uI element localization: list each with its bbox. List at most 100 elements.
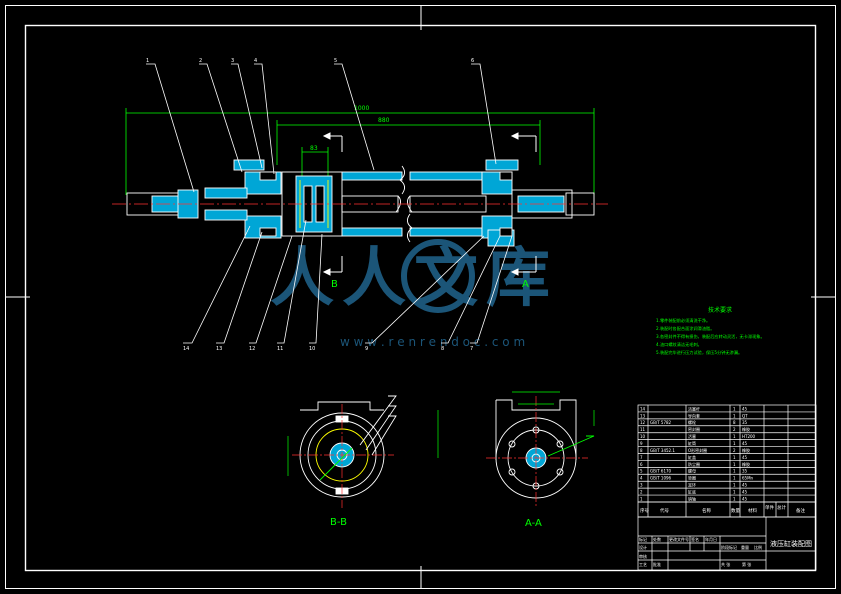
dim-total: 1000 — [354, 105, 369, 112]
title-block — [637, 516, 817, 571]
parts-row-cell: 缸筒 — [688, 440, 696, 446]
bottom-leader-lines — [183, 219, 513, 344]
title-cell: 年月日 — [705, 536, 717, 542]
parts-row-cell: HT200 — [742, 434, 756, 439]
parts-row-cell: 45 — [742, 455, 748, 460]
section-label-b: B — [331, 279, 338, 290]
parts-row-cell: 7 — [640, 455, 643, 460]
parts-row-cell: 活塞杆 — [688, 405, 700, 411]
parts-row-cell: 橡胶 — [742, 461, 750, 467]
title-block-text: 标记 处数 更改文件号 签名 年月日 设计 审核 工艺 批准 阶段标记 重量 比… — [639, 536, 762, 567]
section-label-bb: B-B — [330, 517, 347, 528]
watermark: 人人文库 w w w . r e n r e n d o c . c o m — [270, 239, 558, 349]
parts-row-cell: 14 — [640, 406, 646, 411]
header-cell: 总计 — [777, 504, 786, 511]
title-cell: 审核 — [639, 553, 647, 559]
leader-label: 10 — [309, 346, 315, 352]
title-cell: 处数 — [653, 536, 661, 542]
leader-label: 12 — [249, 346, 255, 352]
parts-row-cell: 垫圈 — [688, 475, 696, 481]
parts-row-cell: GB/T 5782 — [650, 420, 672, 425]
parts-row-cell: 10 — [640, 434, 646, 439]
left-head — [204, 159, 282, 239]
tech-title: 技术要求 — [708, 306, 732, 314]
parts-row-cell: QT — [742, 413, 748, 418]
parts-row-cell: 2 — [733, 427, 736, 432]
parts-row-cell: 1 — [733, 476, 736, 481]
header-cell: 备注 — [796, 507, 805, 514]
parts-row-cell: 45 — [742, 483, 748, 488]
parts-row-cell: 1 — [733, 434, 736, 439]
parts-row-cell: 1 — [733, 489, 736, 494]
leader-label: 13 — [216, 346, 222, 352]
parts-row-cell: 活塞 — [688, 433, 696, 439]
header-cell: 名称 — [702, 507, 711, 514]
tech-line: 1.零件装配前必须清洗干净。 — [656, 317, 710, 324]
title-cell: 重量 — [741, 544, 749, 550]
leader-label: 11 — [277, 346, 283, 352]
leader-label: 1 — [146, 58, 149, 64]
parts-row-cell: 缸盖 — [688, 454, 696, 460]
parts-row-cell: 11 — [640, 427, 646, 432]
watermark-logo-ring — [401, 239, 475, 313]
title-cell: 更改文件号 — [669, 536, 689, 542]
centering-marks — [5, 5, 836, 589]
section-label-aa: A-A — [525, 518, 542, 529]
parts-row-cell: 1 — [733, 496, 736, 501]
right-head — [481, 159, 519, 247]
parts-row-cell: 45 — [742, 441, 748, 446]
parts-row-cell: 6 — [640, 462, 643, 467]
parts-row-cell: 1 — [733, 413, 736, 418]
parts-row-cell: 13 — [640, 413, 646, 418]
section-label-a: A — [522, 279, 529, 290]
section-cuts — [322, 132, 537, 276]
tech-requirements: 技术要求 1.零件装配前必须清洗干净。 2.装配时各配合面涂润滑油脂。 3.各密… — [656, 306, 765, 356]
title-cell: 签名 — [691, 536, 699, 542]
parts-list — [637, 404, 817, 503]
dim-middle: 880 — [378, 117, 390, 124]
parts-header-text: 序号 代号 名称 数量 材料 单件 总计 备注 — [640, 504, 805, 514]
parts-row-cell: 1 — [733, 483, 736, 488]
title-cell: 工艺 — [639, 562, 647, 567]
parts-row-cell: 导向套 — [688, 412, 700, 418]
tech-line: 4.油口螺纹清洁无毛刺。 — [656, 341, 702, 348]
parts-row-cell: 1 — [733, 441, 736, 446]
title-cell: 共 张 — [721, 561, 730, 567]
parts-row-cell: 螺母 — [688, 468, 696, 474]
parts-row-cell: 8 — [733, 420, 736, 425]
parts-row-cell: 1 — [733, 455, 736, 460]
leader-label: 2 — [199, 58, 202, 64]
header-cell: 代号 — [660, 507, 669, 514]
tech-line: 3.各密封件不得有损伤，装配后应转动灵活，无卡滞现象。 — [656, 333, 765, 340]
parts-row-cell: 销轴 — [688, 495, 696, 501]
title-cell: 阶段标记 — [721, 544, 737, 550]
header-cell: 材料 — [748, 507, 757, 514]
leader-label: 7 — [470, 346, 473, 352]
parts-row-cell: 1 — [733, 406, 736, 411]
parts-row-cell: 45 — [742, 496, 748, 501]
bottom-leader-numbers: 14 13 12 11 10 9 8 7 — [183, 346, 473, 352]
tech-line: 2.装配时各配合面涂润滑油脂。 — [656, 325, 714, 332]
parts-row-cell: 12 — [640, 420, 646, 425]
section-view-aa — [437, 391, 595, 508]
title-cell: 第 张 — [742, 561, 751, 567]
parts-row-cell: 防尘圈 — [688, 461, 700, 467]
parts-row-cell: GB/T 6170 — [650, 469, 672, 474]
dim-hub: 83 — [310, 145, 318, 152]
parts-row-cell: O形密封圈 — [688, 447, 707, 453]
leader-label: 9 — [365, 346, 368, 352]
leader-label: 5 — [334, 58, 337, 64]
watermark-text: 人人文库 — [270, 242, 558, 316]
parts-row-cell: 橡胶 — [742, 426, 750, 432]
header-cell: 数量 — [731, 507, 740, 514]
top-leader-numbers: 1 2 3 4 5 6 — [146, 58, 474, 64]
title-cell: 设计 — [639, 544, 647, 550]
leader-label: 6 — [471, 58, 474, 64]
parts-row-cell: 1 — [733, 469, 736, 474]
header-cell: 单件 — [765, 504, 774, 511]
parts-row-cell: 45 — [742, 489, 748, 494]
title-cell: 批准 — [653, 561, 661, 567]
parts-row-cell: 1 — [733, 462, 736, 467]
parts-row-cell: 2 — [640, 489, 643, 494]
